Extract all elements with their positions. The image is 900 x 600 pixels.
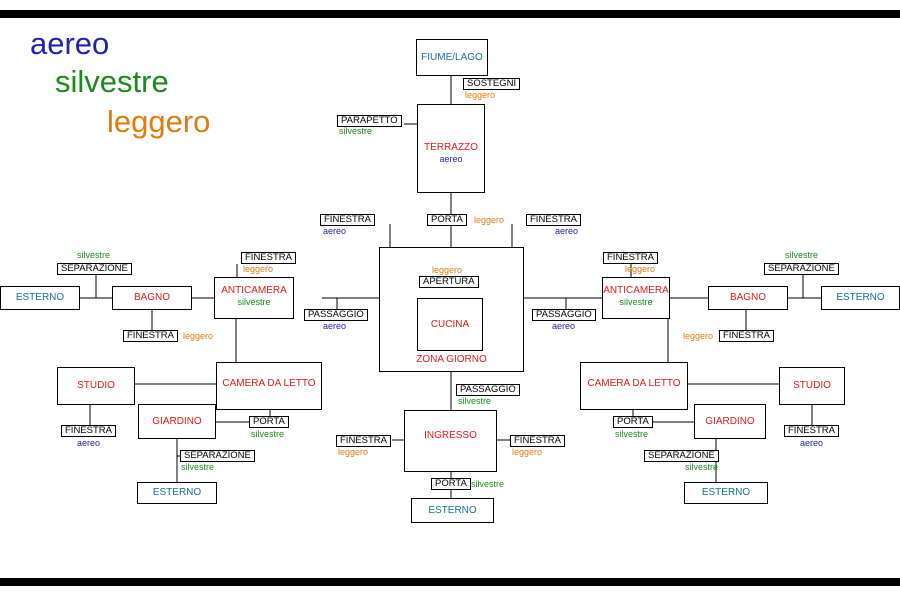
separazione-giardino-right-tag: SEPARAZIONE <box>644 450 719 462</box>
terrazzo-type: aereo <box>439 154 463 164</box>
ingresso-label: INGRESSO <box>424 430 477 441</box>
finestra-bagno-left-tag: FINESTRA <box>123 330 178 342</box>
finestra-zona-right-type: aereo <box>555 226 579 236</box>
finestra-anticamera-left-type: leggero <box>243 264 274 274</box>
esterno-right-box: ESTERNO <box>821 286 900 310</box>
camera-right-label: CAMERA DA LETTO <box>587 378 681 389</box>
finestra-bagno-right-tag: FINESTRA <box>719 330 774 342</box>
top-border <box>0 10 900 18</box>
finestra-ingresso-left-type: leggero <box>338 447 369 457</box>
studio-right-label: STUDIO <box>793 380 831 391</box>
zona-giorno-label: ZONA GIORNO <box>416 354 487 365</box>
finestra-zona-right-tag: FINESTRA <box>526 214 581 226</box>
fiume-lago-box: FIUME/LAGO <box>416 39 488 76</box>
camera-left-label: CAMERA DA LETTO <box>222 378 316 389</box>
finestra-studio-left-type: aereo <box>77 438 101 448</box>
parapetto-type: silvestre <box>339 126 373 136</box>
esterno-giardino-right-label: ESTERNO <box>701 487 751 498</box>
fiume-lago-label: FIUME/LAGO <box>421 52 483 63</box>
separazione-giardino-left-tag: SEPARAZIONE <box>180 450 255 462</box>
porta-terrazzo-type: leggero <box>474 215 505 225</box>
sostegni-type: leggero <box>465 90 496 100</box>
separazione-giardino-right-type: silvestre <box>685 462 719 472</box>
anticamera-right-type: silvestre <box>619 297 653 307</box>
anticamera-right-label: ANTICAMERA <box>603 285 669 296</box>
porta-esterno-type: silvestre <box>471 479 505 489</box>
finestra-zona-left-tag: FINESTRA <box>320 214 375 226</box>
studio-left-box: STUDIO <box>57 367 135 405</box>
esterno-giardino-left-label: ESTERNO <box>152 487 202 498</box>
apertura-type: leggero <box>432 265 463 275</box>
terrazzo-box: TERRAZZO aereo <box>417 104 485 193</box>
giardino-right-box: GIARDINO <box>694 404 766 439</box>
porta-camera-left-type: silvestre <box>251 429 285 439</box>
esterno-left-label: ESTERNO <box>15 292 65 303</box>
anticamera-right-box: ANTICAMERA silvestre <box>602 277 670 319</box>
separazione-left-tag: SEPARAZIONE <box>57 263 132 275</box>
finestra-studio-right-tag: FINESTRA <box>784 425 839 437</box>
esterno-right-label: ESTERNO <box>836 292 885 303</box>
finestra-bagno-left-type: leggero <box>183 331 214 341</box>
finestra-ingresso-left-tag: FINESTRA <box>336 435 391 447</box>
separazione-left-type: silvestre <box>77 250 111 260</box>
giardino-left-label: GIARDINO <box>152 416 202 427</box>
finestra-anticamera-right-type: leggero <box>625 264 656 274</box>
sostegni-tag: SOSTEGNI <box>463 78 521 90</box>
passaggio-ingresso-tag: PASSAGGIO <box>456 384 520 396</box>
legend-aereo: aereo <box>30 26 110 61</box>
porta-camera-right-tag: PORTA <box>613 416 653 428</box>
legend-silvestre: silvestre <box>55 64 169 99</box>
terrazzo-label: TERRAZZO <box>424 142 478 153</box>
finestra-studio-right-type: aereo <box>800 438 824 448</box>
esterno-center-label: ESTERNO <box>428 505 477 516</box>
studio-right-box: STUDIO <box>779 367 845 405</box>
bagno-right-label: BAGNO <box>729 292 767 303</box>
anticamera-left-box: ANTICAMERA silvestre <box>214 277 294 319</box>
porta-camera-left-tag: PORTA <box>249 416 289 428</box>
separazione-right-tag: SEPARAZIONE <box>764 263 839 275</box>
bagno-left-label: BAGNO <box>133 292 171 303</box>
separazione-right-type: silvestre <box>785 250 819 260</box>
finestra-anticamera-right-tag: FINESTRA <box>603 252 658 264</box>
porta-terrazzo-tag: PORTA <box>427 214 467 226</box>
finestra-anticamera-left-tag: FINESTRA <box>241 252 296 264</box>
finestra-bagno-right-type: leggero <box>683 331 714 341</box>
giardino-right-label: GIARDINO <box>705 416 755 427</box>
ingresso-box: INGRESSO <box>404 410 497 472</box>
studio-left-label: STUDIO <box>77 380 115 391</box>
camera-left-box: CAMERA DA LETTO <box>216 362 322 410</box>
passaggio-left-type: aereo <box>323 321 347 331</box>
passaggio-right-type: aereo <box>552 321 576 331</box>
apertura-tag: APERTURA <box>419 276 479 288</box>
finestra-studio-left-tag: FINESTRA <box>61 425 116 437</box>
bagno-left-box: BAGNO <box>112 286 192 310</box>
giardino-left-box: GIARDINO <box>138 404 216 439</box>
cucina-label: CUCINA <box>430 319 470 330</box>
esterno-giardino-left-box: ESTERNO <box>137 482 217 504</box>
anticamera-left-label: ANTICAMERA <box>221 285 287 296</box>
legend-leggero: leggero <box>107 104 211 139</box>
bagno-right-box: BAGNO <box>708 286 788 310</box>
passaggio-right-tag: PASSAGGIO <box>532 309 596 321</box>
camera-right-box: CAMERA DA LETTO <box>580 362 688 410</box>
passaggio-left-tag: PASSAGGIO <box>304 309 368 321</box>
cucina-box: CUCINA <box>417 298 483 351</box>
anticamera-left-type: silvestre <box>237 297 271 307</box>
separazione-giardino-left-type: silvestre <box>181 462 215 472</box>
porta-camera-right-type: silvestre <box>615 429 649 439</box>
parapetto-tag: PARAPETTO <box>337 115 402 127</box>
esterno-center-box: ESTERNO <box>411 498 494 523</box>
finestra-zona-left-type: aereo <box>323 226 347 236</box>
porta-esterno-tag: PORTA <box>431 478 471 490</box>
esterno-left-box: ESTERNO <box>0 286 80 310</box>
passaggio-ingresso-type: silvestre <box>458 396 492 406</box>
bottom-border <box>0 578 900 586</box>
finestra-ingresso-right-tag: FINESTRA <box>510 435 565 447</box>
finestra-ingresso-right-type: leggero <box>512 447 543 457</box>
esterno-giardino-right-box: ESTERNO <box>684 482 768 504</box>
